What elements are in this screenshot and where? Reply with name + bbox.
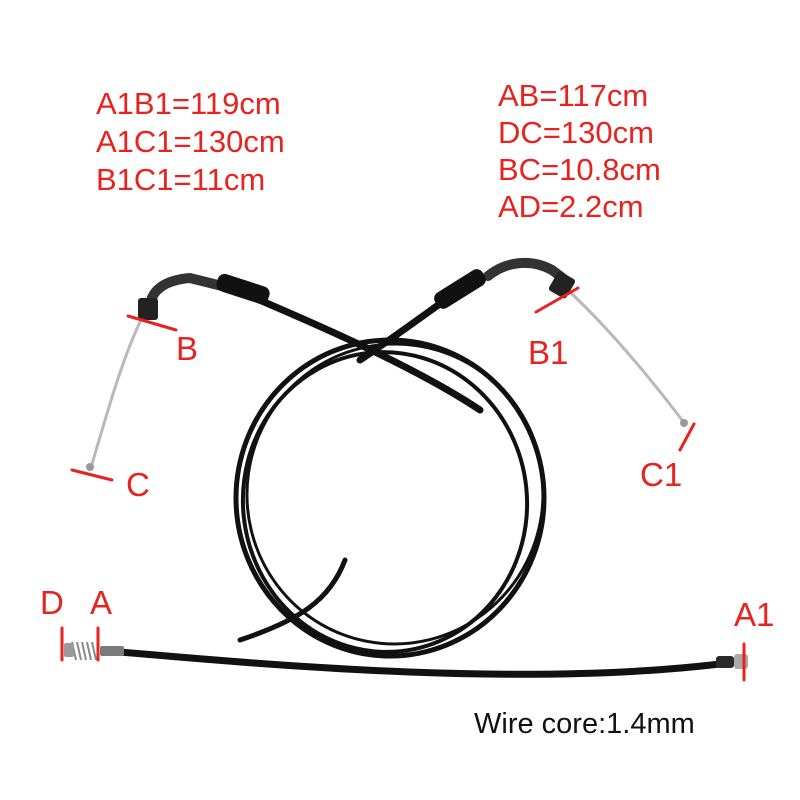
label-b1: B1 xyxy=(528,334,569,371)
spec-b1c1: B1C1=11cm xyxy=(96,162,266,197)
a1-end-tip xyxy=(734,654,748,669)
label-b: B xyxy=(176,330,199,367)
measurement-ticks xyxy=(60,286,746,682)
b1-ferrule xyxy=(434,269,486,309)
label-d: D xyxy=(40,584,64,621)
cable-bottom-run xyxy=(116,557,724,678)
c1-cable-end xyxy=(680,419,688,427)
label-c1: C1 xyxy=(640,456,683,493)
a-ferrule xyxy=(100,646,124,656)
spec-bc: BC=10.8cm xyxy=(498,152,661,187)
d-end-barrel xyxy=(64,643,74,657)
a1-end-barrel xyxy=(716,656,734,668)
end-spring xyxy=(71,641,97,661)
spec-ad: AD=2.2cm xyxy=(498,189,644,224)
spec-a1c1: A1C1=130cm xyxy=(96,124,285,159)
cable-coil xyxy=(233,337,547,659)
c-cable-end xyxy=(86,463,94,471)
b-ferrule xyxy=(216,273,270,305)
label-a1: A1 xyxy=(734,596,775,633)
wire-core-note: Wire core:1.4mm xyxy=(474,708,695,740)
spec-ab: AB=117cm xyxy=(498,78,649,113)
label-a: A xyxy=(90,584,113,621)
inner-wires xyxy=(90,292,684,466)
spec-dc: DC=130cm xyxy=(498,115,654,150)
label-c: C xyxy=(126,466,150,503)
spec-a1b1: A1B1=119cm xyxy=(96,86,281,121)
b-nut xyxy=(138,298,158,320)
